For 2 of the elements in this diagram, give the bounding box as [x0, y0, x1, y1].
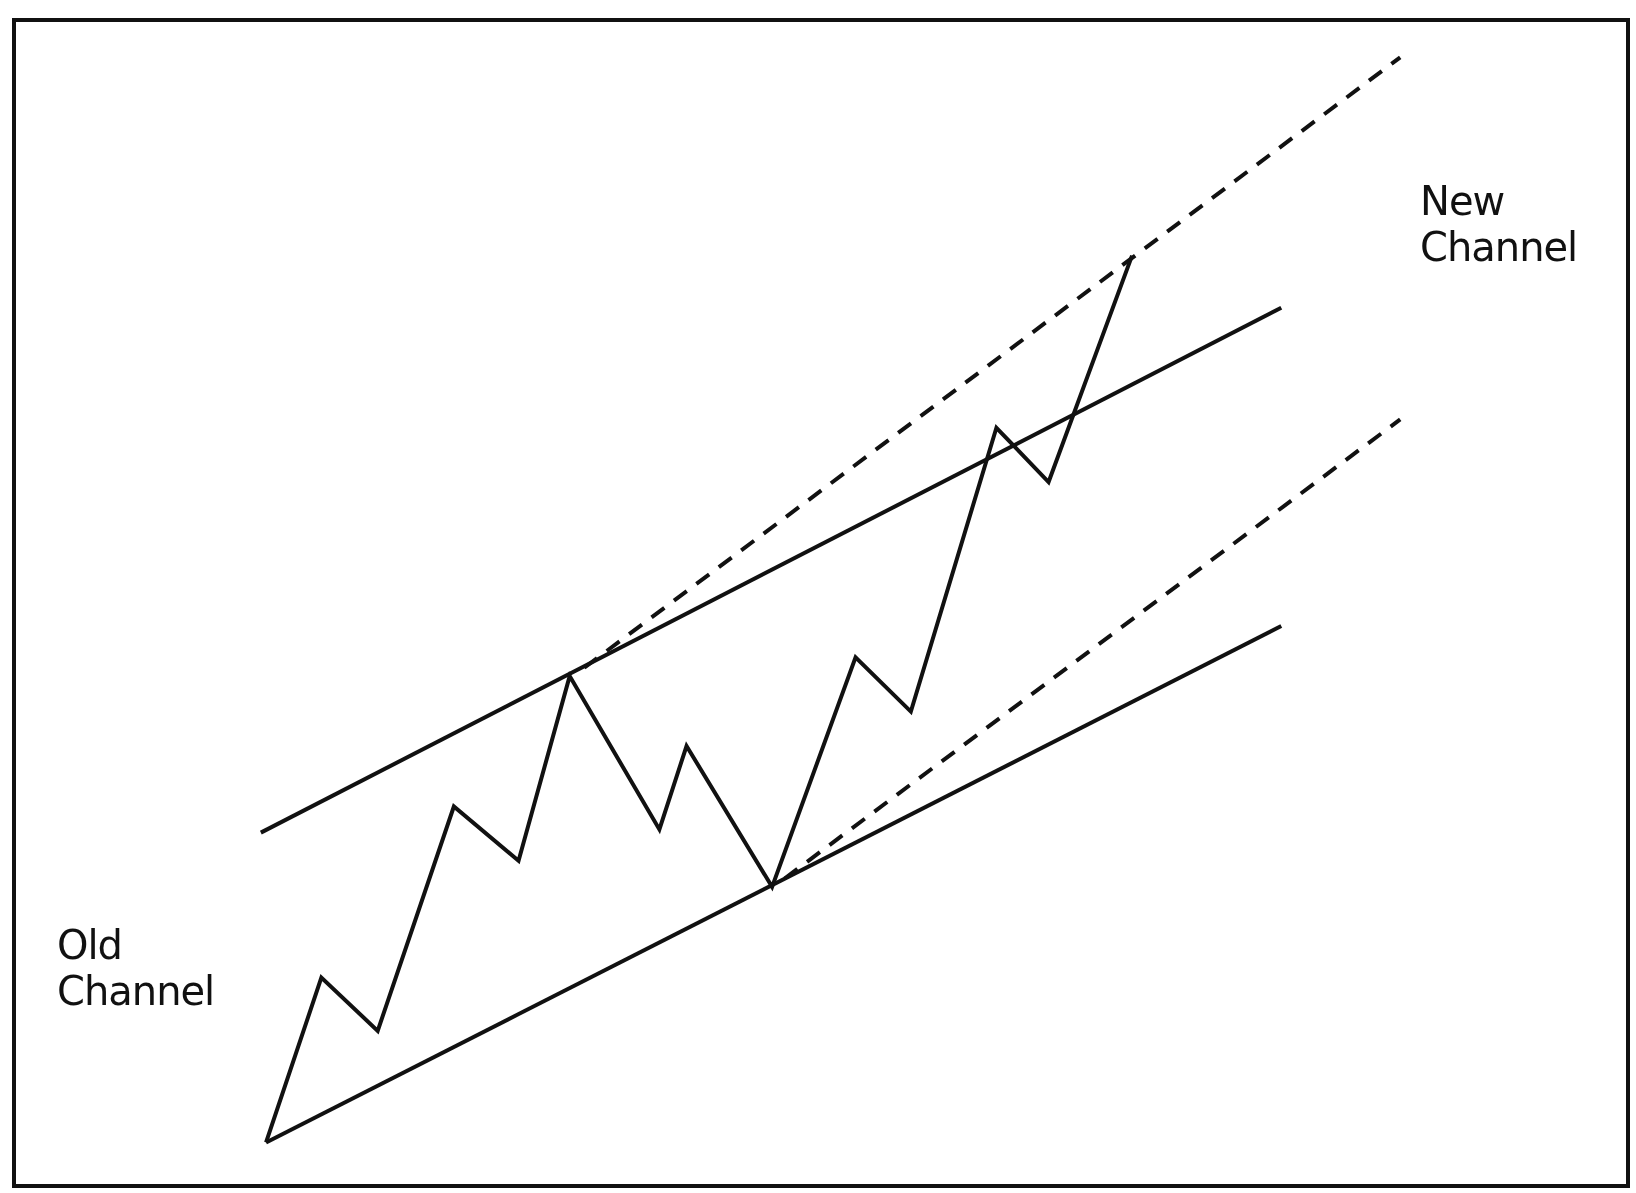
channel-label: New Channel — [1420, 178, 1578, 270]
channel-label: Old Channel — [57, 922, 215, 1014]
